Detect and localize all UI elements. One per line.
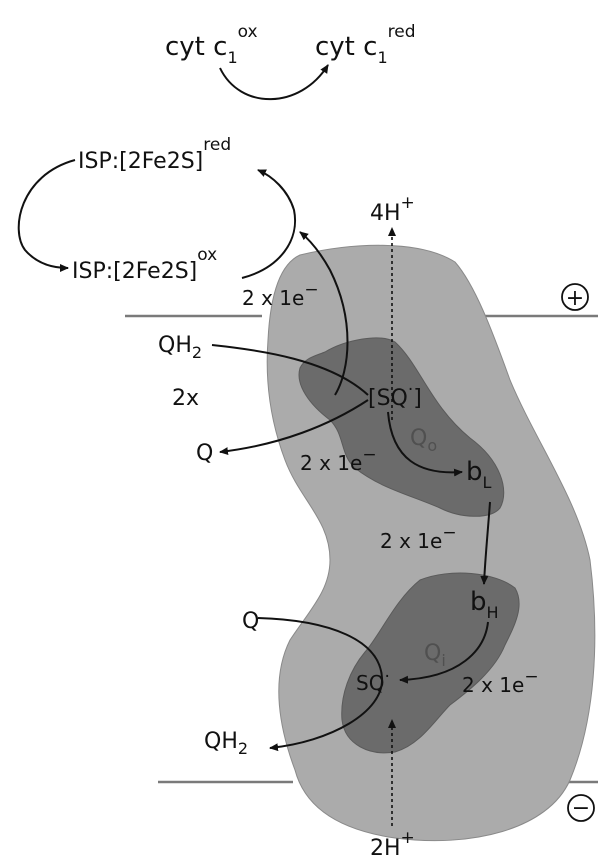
qh2-bottom-label: QH2: [204, 729, 248, 758]
qh2-top-label: QH2: [158, 333, 202, 362]
arrow-sq-to-q: [219, 399, 369, 456]
heme-bh-label: bH: [470, 587, 499, 622]
qi-site-label: Qi: [424, 641, 446, 670]
arrow-qh2-to-sq: [211, 344, 369, 396]
q-top-label: Q: [196, 441, 213, 466]
electrons-to-bl-label: 2 x 1e−: [300, 445, 377, 475]
protons-top-label: 4H+: [370, 193, 415, 226]
arrow-bh-to-sq-qi: [399, 621, 489, 684]
isp-red-label: ISP:[2Fe2S]red: [78, 135, 231, 174]
arrow-isp-red-to-ox-cycle: [17, 159, 76, 272]
arrow-bl-to-bh: [480, 501, 491, 585]
arrow-q-to-qh2-bottom: [257, 617, 384, 752]
plus-side-symbol: +: [566, 286, 584, 311]
semiquinone-qo-label: [SQ·]: [368, 380, 422, 411]
electrons-to-isp-label: 2 x 1e−: [242, 280, 319, 310]
qi-site-region: [341, 572, 520, 754]
protons-bottom-label: 2H+: [370, 828, 415, 861]
cyt-c1-red-label: cyt c1red: [315, 22, 416, 67]
minus-side-circle: [567, 794, 595, 822]
arrow-sq-to-bl: [387, 411, 463, 477]
arrow-cyt-ox-to-red: [219, 64, 329, 101]
plus-side-circle: [561, 283, 589, 311]
heme-bl-label: bL: [466, 457, 492, 492]
minus-side-symbol: −: [572, 796, 590, 821]
electrons-bl-to-bh-label: 2 x 1e−: [380, 523, 457, 553]
qo-site-label: Qo: [410, 426, 437, 455]
isp-ox-label: ISP:[2Fe2S]ox: [72, 245, 217, 284]
q-bottom-label: Q: [242, 609, 259, 634]
arrow-sq-to-isp: [299, 231, 349, 396]
cyt-c1-ox-label: cyt c1ox: [165, 22, 258, 67]
two-x-label: 2x: [172, 386, 199, 411]
electrons-to-qi-label: 2 x 1e−: [462, 667, 539, 697]
arrow-isp-ox-to-red: [241, 169, 296, 279]
